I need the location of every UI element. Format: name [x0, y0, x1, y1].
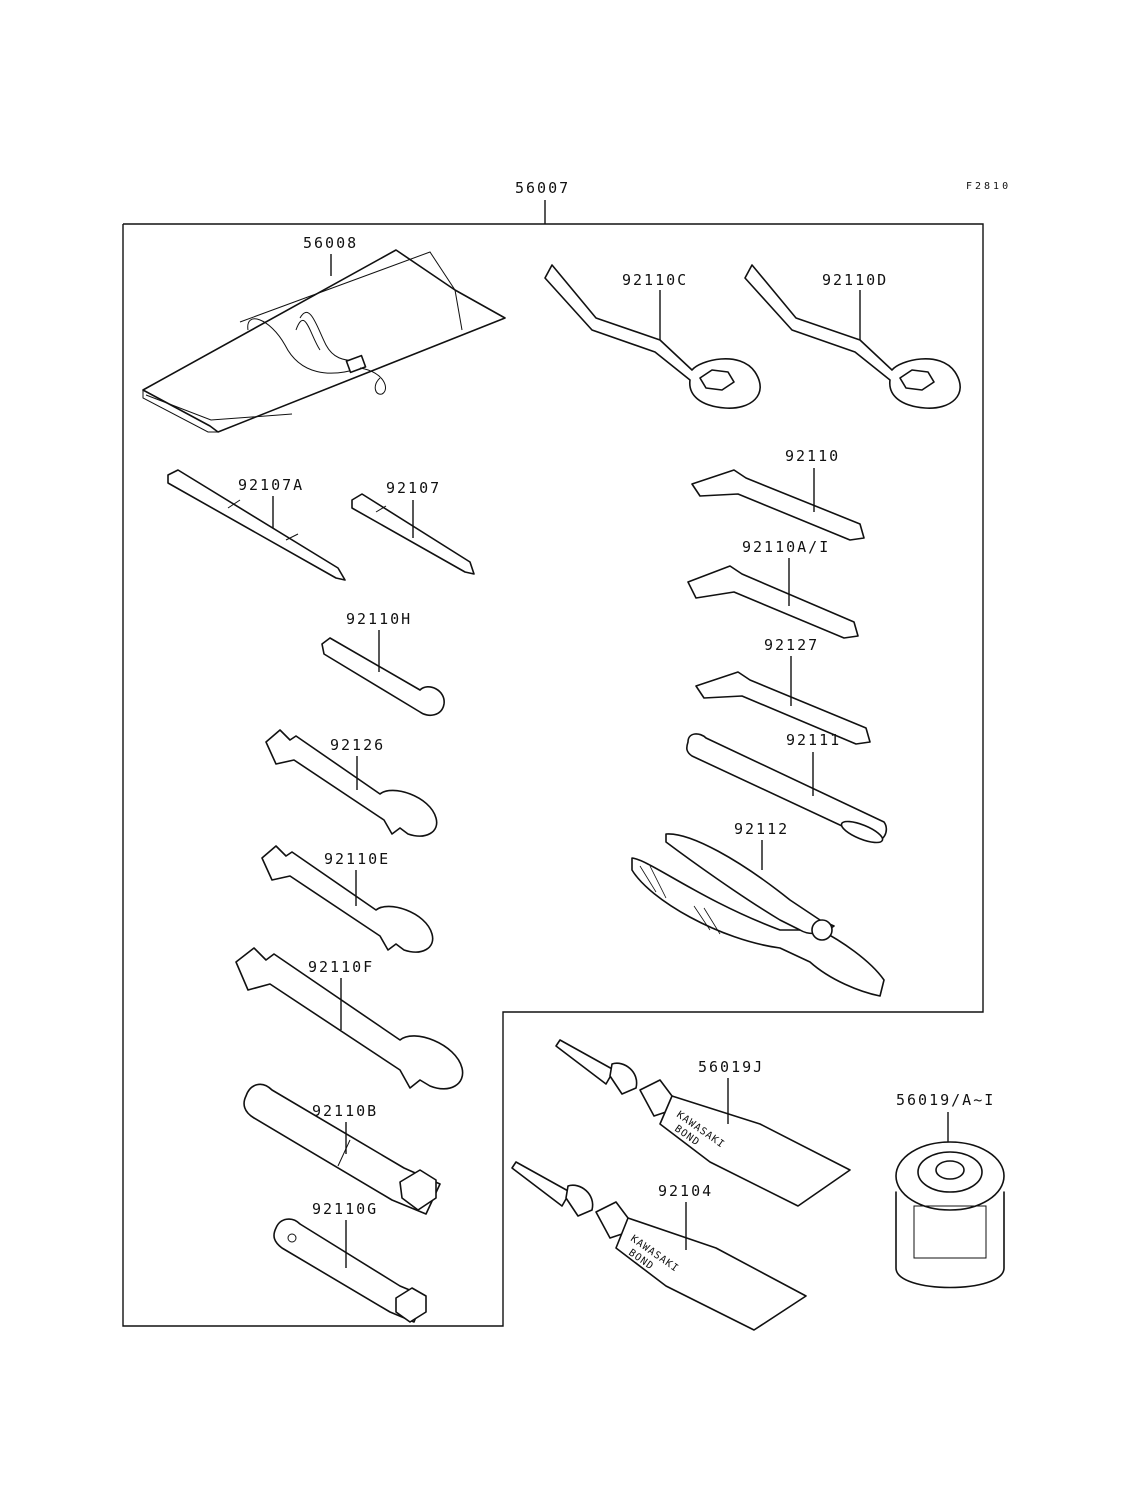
- drawing-code: F2810: [966, 181, 1011, 192]
- part-label: 92110C: [622, 271, 688, 289]
- part-56019AI-can[interactable]: 56019/A~I: [895, 1091, 1005, 1289]
- part-label: 92110: [785, 447, 840, 465]
- part-92110-hex-key[interactable]: 92110: [691, 447, 865, 541]
- part-92111-tube[interactable]: 92111: [686, 731, 888, 847]
- part-label: 56019/A~I: [896, 1091, 995, 1109]
- part-92127-hex-key[interactable]: 92127: [695, 636, 871, 745]
- part-92110E-wrench[interactable]: 92110E: [261, 845, 434, 953]
- part-92110B-socket-wrench[interactable]: 92110B: [243, 1083, 441, 1215]
- part-92104-bond-tube[interactable]: KAWASAKI BOND 92104: [511, 1161, 807, 1331]
- part-56019J-bond-tube[interactable]: KAWASAKI BOND 56019J: [555, 1039, 851, 1207]
- part-92112-pliers[interactable]: 92112: [631, 820, 885, 997]
- part-label: 92110B: [312, 1102, 378, 1120]
- part-label: 92127: [764, 636, 819, 654]
- part-label: 92107: [386, 479, 441, 497]
- part-label: 92104: [658, 1182, 713, 1200]
- part-92107A-screwdriver[interactable]: 92107A: [167, 469, 346, 581]
- part-label: 56008: [303, 234, 358, 252]
- part-label: 92110A/I: [742, 538, 830, 556]
- part-92126-wrench[interactable]: 92126: [265, 729, 438, 837]
- part-label: 92107A: [238, 476, 304, 494]
- part-92110AI-hex-key[interactable]: 92110A/I: [687, 538, 859, 639]
- part-92110D-box-wrench[interactable]: 92110D: [744, 264, 961, 409]
- part-label: 92111: [786, 731, 841, 749]
- part-label: 56019J: [698, 1058, 764, 1076]
- kit-label: 56007: [515, 179, 570, 197]
- part-92110F-wrench[interactable]: 92110F: [235, 947, 464, 1090]
- part-92110H-small-wrench[interactable]: 92110H: [321, 610, 445, 717]
- part-label: 92112: [734, 820, 789, 838]
- part-label: 92110E: [324, 850, 390, 868]
- part-label: 92110F: [308, 958, 374, 976]
- part-92107-screwdriver[interactable]: 92107: [351, 479, 475, 575]
- part-label: 92110G: [312, 1200, 378, 1218]
- part-label: 92126: [330, 736, 385, 754]
- part-92110G-socket-wrench[interactable]: 92110G: [273, 1200, 427, 1323]
- part-56008-tool-pouch[interactable]: 56008: [142, 234, 506, 433]
- part-92110C-box-wrench[interactable]: 92110C: [544, 264, 761, 409]
- kit-outline: 56007: [122, 179, 984, 1327]
- part-label: 92110D: [822, 271, 888, 289]
- part-label: 92110H: [346, 610, 412, 628]
